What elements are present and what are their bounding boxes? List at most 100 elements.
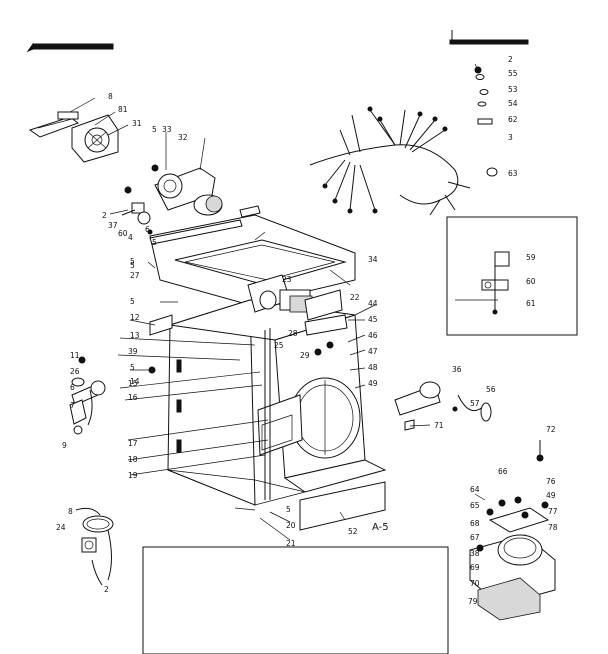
- callout: 67: [470, 533, 480, 542]
- callout: 5: [152, 238, 157, 247]
- callout: 14: [130, 377, 140, 386]
- cabinet: [167, 299, 387, 506]
- hose-clamp-parts: [75, 507, 114, 586]
- switch-bracket: [28, 111, 80, 138]
- callout: 76: [546, 477, 556, 486]
- bottom-center-box: [142, 546, 449, 654]
- header-bar-left: [32, 43, 114, 50]
- callout: 69: [470, 563, 480, 572]
- motor-assembly: [469, 440, 556, 621]
- callout: 52: [348, 527, 358, 536]
- callout: 4: [128, 233, 133, 242]
- callout: 70: [470, 579, 480, 588]
- callout: 2: [104, 585, 109, 594]
- callout: 6: [70, 383, 75, 392]
- timer-housing: [71, 114, 119, 163]
- callout: 8: [108, 92, 113, 101]
- small-hardware-top-right: [474, 66, 498, 177]
- front-panel-bracket: [304, 314, 348, 356]
- callout: 28: [288, 329, 298, 338]
- inset-detail-box: [446, 216, 578, 336]
- callout: 47: [368, 347, 378, 356]
- callout: 2: [508, 55, 513, 64]
- callout: 36: [452, 365, 462, 374]
- callout: 68: [470, 519, 480, 528]
- callout: 48: [368, 363, 378, 372]
- callout: 5: [152, 125, 157, 134]
- callout-labels: 8 81 31 5 33 32 2 37 60 4 6 5 5 27 5 12 …: [56, 55, 558, 606]
- motor-bracket: [247, 274, 343, 321]
- header-bar-right: [449, 39, 529, 45]
- callout: 57: [470, 399, 480, 408]
- callout: 26: [70, 367, 80, 376]
- figure-caption: A-5: [372, 522, 389, 533]
- callout: 59: [526, 253, 536, 262]
- callout: 32: [178, 133, 188, 142]
- callout: 60: [526, 277, 536, 286]
- callout: 22: [350, 293, 360, 302]
- callout: 79: [468, 597, 478, 606]
- callout: 24: [56, 523, 66, 532]
- callout: 15: [128, 379, 138, 388]
- callout: 5: [130, 257, 135, 266]
- top-panel: [149, 205, 356, 306]
- door-latch-parts: [394, 381, 492, 431]
- pressure-switch-assembly: [121, 164, 223, 235]
- callout: 56: [486, 385, 496, 394]
- callout: 5: [286, 505, 291, 514]
- callout: 46: [368, 331, 378, 340]
- callout: 3: [508, 133, 513, 142]
- toe-kick-panel: [299, 481, 386, 531]
- callout: 65: [470, 501, 480, 510]
- callout: 55: [508, 69, 518, 78]
- callout: 44: [368, 299, 378, 308]
- callout: 81: [118, 105, 128, 114]
- callout: 38: [470, 549, 480, 558]
- callout: 5: [130, 363, 135, 372]
- callout: 34: [368, 255, 378, 264]
- leader-lines: [69, 63, 498, 541]
- callout: 20: [286, 521, 296, 530]
- callout: 33: [162, 125, 172, 134]
- callout: 16: [128, 393, 138, 402]
- callout: 66: [498, 467, 508, 476]
- callout: 6: [145, 225, 150, 234]
- callout: 18: [128, 455, 138, 464]
- callout: 60: [118, 229, 128, 238]
- callout: 54: [508, 99, 518, 108]
- callout: 37: [108, 221, 118, 230]
- callout: 11: [70, 351, 80, 360]
- header-bar-left-tip: [26, 42, 34, 53]
- callout: 39: [128, 347, 138, 356]
- callout: 2: [102, 211, 107, 220]
- callout: 63: [508, 169, 518, 178]
- callout: 71: [434, 421, 444, 430]
- callout: 72: [546, 425, 556, 434]
- left-loose-parts: [69, 314, 173, 435]
- callout: 49: [368, 379, 378, 388]
- callout: 49: [546, 491, 556, 500]
- callout: 12: [130, 313, 140, 322]
- callout: 5: [130, 261, 135, 270]
- callout: 25: [274, 341, 284, 350]
- callout: 8: [68, 507, 73, 516]
- callout: 62: [508, 115, 518, 124]
- callout: 61: [526, 299, 536, 308]
- callout: 9: [62, 441, 67, 450]
- callout: 21: [286, 539, 296, 548]
- callout: 78: [548, 523, 558, 532]
- callout: 45: [368, 315, 378, 324]
- callout: 29: [300, 351, 310, 360]
- callout: 17: [128, 439, 138, 448]
- callout: 19: [128, 471, 138, 480]
- callout: 7: [70, 401, 75, 410]
- console-strip: [149, 219, 243, 245]
- wiring-harness: [309, 106, 471, 216]
- callout: 77: [548, 507, 558, 516]
- callout: 27: [130, 271, 140, 280]
- callout: 53: [508, 85, 518, 94]
- callout: 23: [282, 275, 292, 284]
- callout: 31: [132, 119, 142, 128]
- callout: 5: [130, 297, 135, 306]
